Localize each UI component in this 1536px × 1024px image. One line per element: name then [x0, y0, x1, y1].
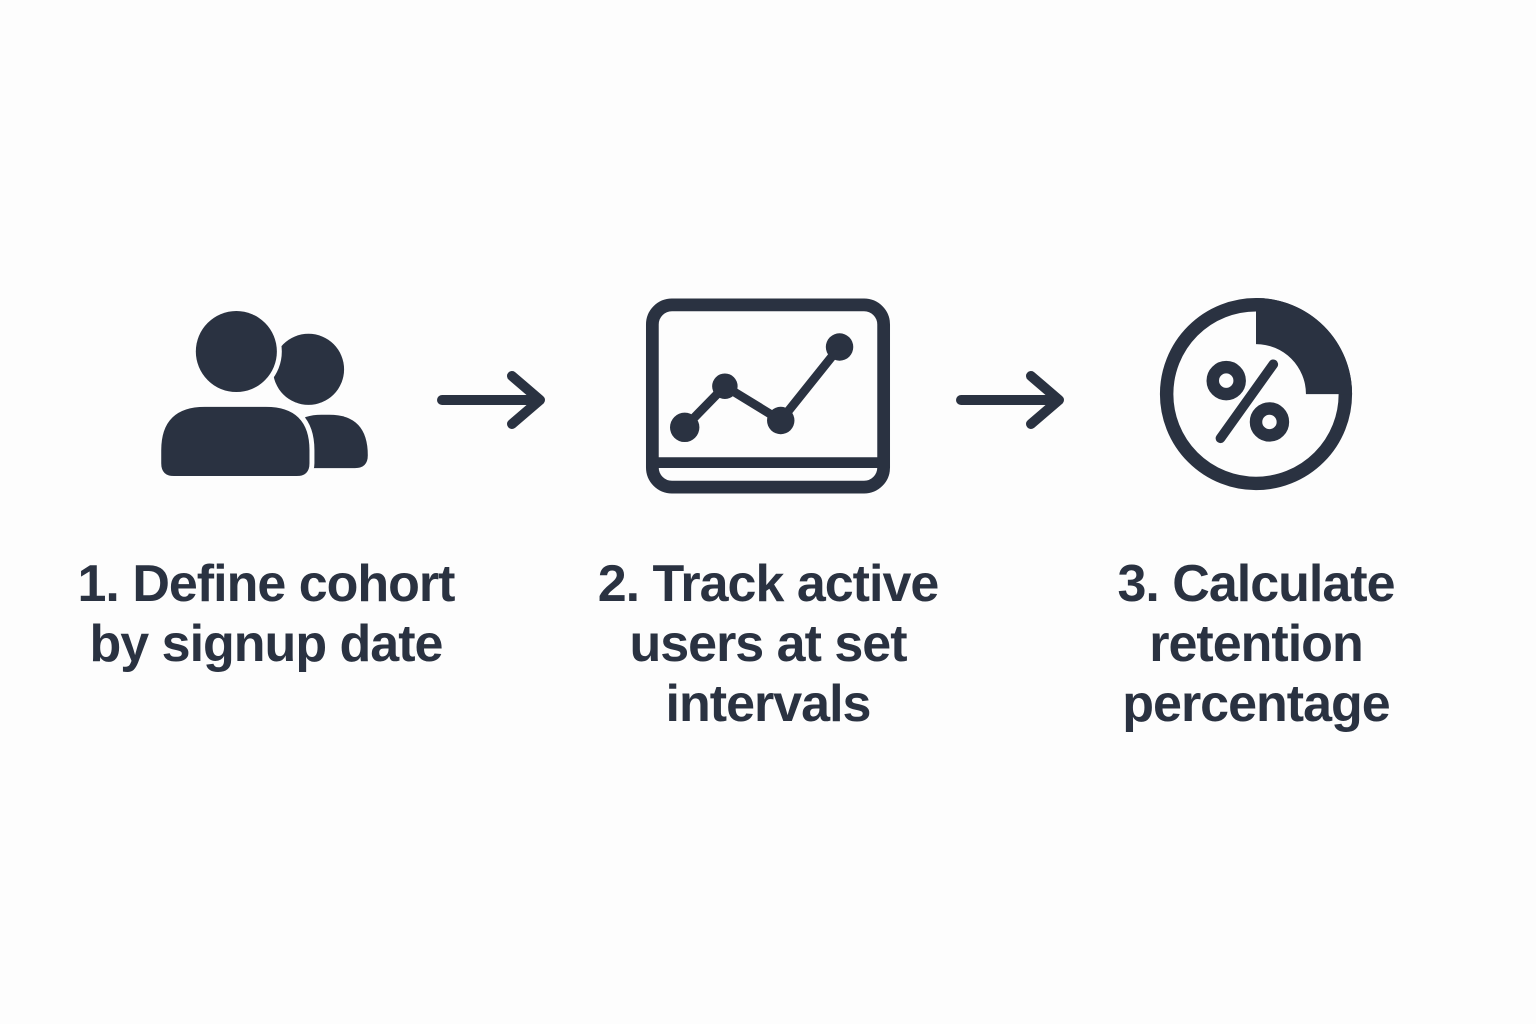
step-2-caption: 2. Track active users at set intervals	[597, 555, 940, 733]
arrow-step2-to-step3	[953, 368, 1075, 437]
step-3-icon-wrap	[1154, 296, 1358, 496]
step-define-cohort: 1. Define cohort by signup date	[31, 296, 501, 674]
right-arrow-icon	[437, 371, 545, 429]
line-chart-screen-icon	[645, 298, 891, 494]
right-arrow-icon	[956, 371, 1064, 429]
users-icon	[161, 311, 368, 481]
arrow-step1-to-step2	[434, 368, 556, 437]
step-calculate-retention: 3. Calculate retention percentage	[1021, 296, 1491, 734]
step-1-icon-wrap	[161, 296, 371, 496]
step-1-caption: 1. Define cohort by signup date	[77, 555, 456, 673]
step-2-icon-wrap	[645, 296, 891, 496]
percentage-pie-icon	[1159, 298, 1353, 491]
step-3-caption: 3. Calculate retention percentage	[1117, 555, 1395, 733]
step-track-active-users: 2. Track active users at set intervals	[533, 296, 1003, 734]
